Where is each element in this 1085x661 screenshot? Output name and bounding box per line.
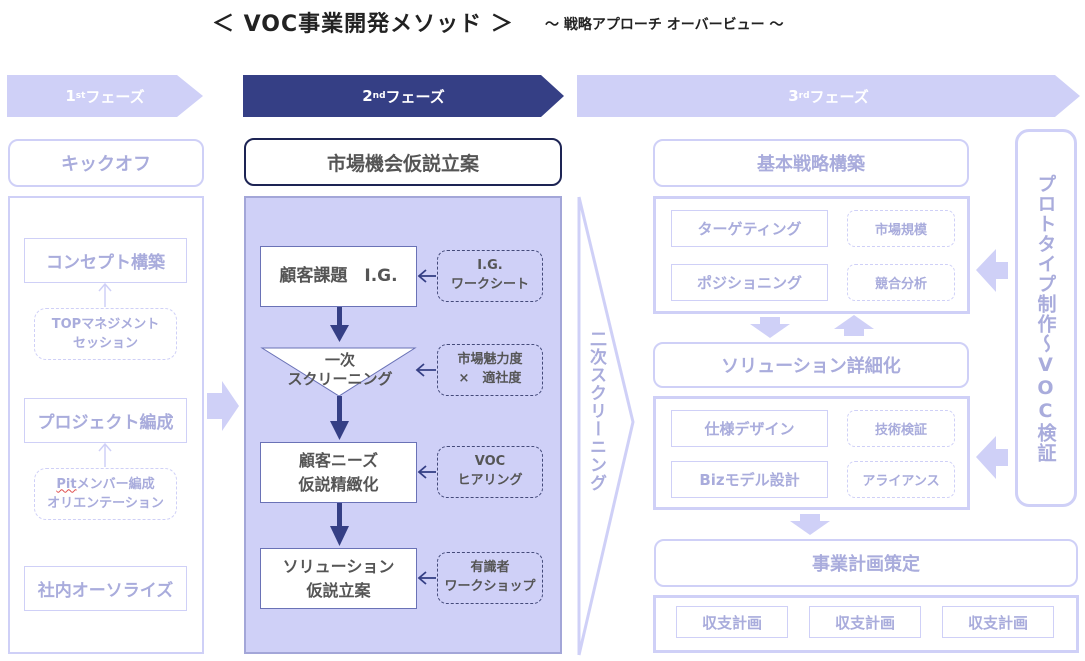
- block-arrow-down-2: [790, 514, 830, 535]
- input-line2: セッション: [72, 336, 138, 351]
- prototype-voc-label: プロトタイプ制作～VOC検証: [1034, 173, 1057, 463]
- business-plan-header: 事業計画策定: [654, 539, 1078, 587]
- solution-hypothesis-box: ソリューション仮説立案: [260, 548, 417, 609]
- solution-detail-header: ソリューション詳細化: [653, 342, 969, 388]
- screening-line2: スクリーニング: [287, 370, 393, 388]
- screening-line1: 一次: [324, 350, 355, 369]
- phase-1-num: 1: [65, 87, 76, 105]
- secondary-screening-label: 二次スクリーニング: [586, 330, 606, 492]
- step-line2: 仮説精緻化: [298, 474, 379, 494]
- phase-transition-arrow: [207, 381, 239, 431]
- prototype-voc-box: プロトタイプ制作～VOC検証: [1015, 129, 1077, 507]
- project-formation-box: プロジェクト編成: [24, 398, 187, 443]
- targeting-box: ターゲティング: [671, 210, 828, 247]
- prototype-arrow-1: [976, 249, 1008, 292]
- kickoff-header: キックオフ: [8, 139, 204, 187]
- input-line1-rest: メンバー編成: [76, 476, 155, 492]
- step-line1: 顧客ニーズ: [298, 451, 379, 471]
- tech-verification-box: 技術検証: [847, 410, 955, 447]
- spec-design-box: 仕様デザイン: [671, 410, 828, 447]
- income-plan-box-2: 収支計画: [809, 606, 921, 638]
- internal-authorization-box: 社内オーソライズ: [24, 566, 187, 611]
- phase-1-label: フェーズ: [85, 87, 145, 106]
- competitive-analysis-box: 競合分析: [847, 264, 955, 301]
- pit-member-orientation-box: Pitメンバー編成オリエンテーション: [34, 468, 177, 520]
- customer-issue-ig-box: 顧客課題 I.G.: [260, 246, 417, 307]
- diagram-title: ＜ VOC事業開発メソッド ＞ ～ 戦略アプローチ オーバービュー ～: [0, 4, 1085, 38]
- market-size-box: 市場規模: [847, 210, 955, 247]
- block-arrow-up-1: [834, 315, 874, 336]
- input-line2: ワークシート: [450, 277, 529, 292]
- block-arrow-down-1: [750, 317, 790, 338]
- input-line1: TOPマネジメント: [51, 316, 160, 332]
- input-line2: オリエンテーション: [47, 496, 164, 511]
- customer-needs-box: 顧客ニーズ仮説精緻化: [260, 442, 417, 503]
- phase-2-sup: nd: [372, 91, 386, 101]
- expert-workshop-box: 有識者ワークショップ: [437, 552, 543, 604]
- market-attractiveness-box: 市場魅力度 × 適社度: [437, 344, 543, 396]
- prototype-arrow-2: [976, 436, 1008, 479]
- step-line1: ソリューション: [282, 557, 395, 577]
- input-line2: ヒアリング: [457, 473, 523, 488]
- phase-1-sup: st: [75, 91, 86, 101]
- market-opportunity-header: 市場機会仮説立案: [244, 138, 562, 186]
- input-line2: × 適社度: [458, 371, 522, 386]
- phase-2-num: 2: [362, 87, 373, 105]
- input-line1: VOC: [474, 454, 506, 470]
- top-management-session-box: TOPマネジメントセッション: [34, 308, 177, 360]
- positioning-box: ポジショニング: [671, 264, 828, 301]
- phase-3-num: 3: [788, 87, 799, 105]
- phase-3-sup: rd: [798, 91, 810, 101]
- phase-2-label: フェーズ: [385, 87, 445, 106]
- ig-worksheet-box: I.G. ワークシート: [437, 250, 543, 302]
- alliance-box: アライアンス: [847, 461, 955, 498]
- phase-3-label: フェーズ: [809, 87, 869, 106]
- income-plan-box-3: 収支計画: [942, 606, 1054, 638]
- primary-screening-label: 一次スクリーニング: [280, 350, 400, 390]
- step-line2: 仮説立案: [306, 580, 371, 600]
- input-line1: I.G.: [477, 258, 503, 274]
- main-title: ＜ VOC事業開発メソッド ＞: [212, 12, 514, 37]
- input-line1: 市場魅力度: [457, 352, 523, 368]
- income-plan-box-1: 収支計画: [676, 606, 788, 638]
- voc-hearing-box: VOC ヒアリング: [437, 446, 543, 498]
- input-line2: ワークショップ: [444, 579, 536, 594]
- basic-strategy-header: 基本戦略構築: [653, 139, 969, 187]
- pit-text: Pit: [56, 476, 77, 492]
- subtitle: ～ 戦略アプローチ オーバービュー ～: [545, 17, 784, 33]
- biz-model-design-box: Bizモデル設計: [671, 461, 828, 498]
- input-line1: 有識者: [470, 560, 510, 576]
- concept-building-box: コンセプト構築: [24, 238, 187, 283]
